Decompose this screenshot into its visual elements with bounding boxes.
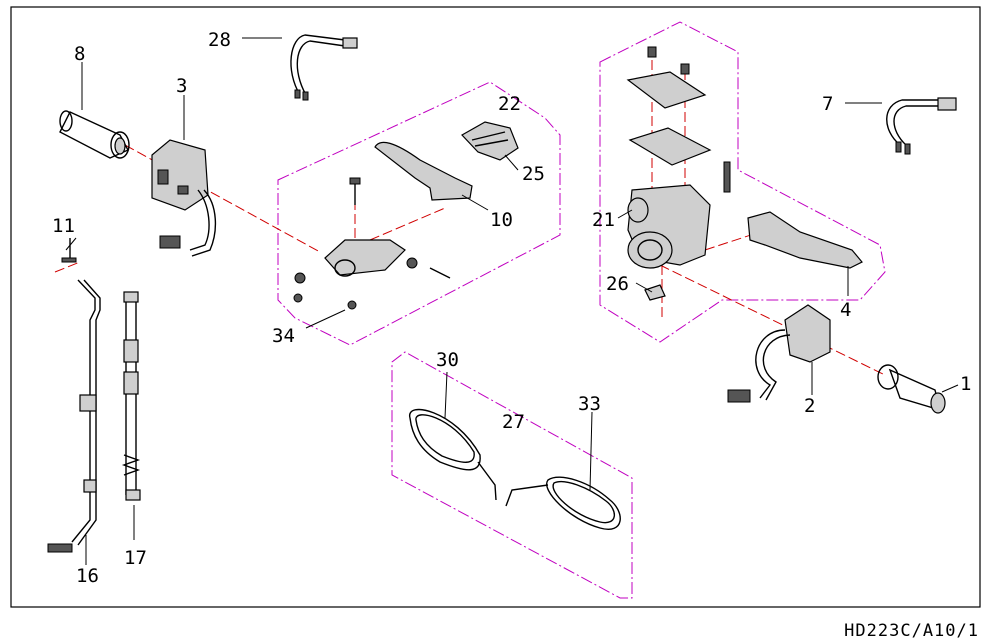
callout-1: 1 <box>960 373 971 395</box>
part-33-right-mirror <box>505 476 621 530</box>
part-2-right-switch-housing <box>727 304 831 403</box>
callout-21: 21 <box>592 209 615 231</box>
callout-34: 34 <box>272 325 295 347</box>
drawing-frame <box>10 6 981 608</box>
leader-30 <box>444 371 448 419</box>
axis-cable-left <box>54 261 81 273</box>
leader-21 <box>617 209 633 219</box>
callout-28: 28 <box>208 29 231 51</box>
leader-25 <box>504 154 519 171</box>
part-16-cable <box>47 279 101 553</box>
callout-4: 4 <box>840 299 851 321</box>
callout-11: 11 <box>52 215 75 237</box>
leader-1 <box>941 384 959 393</box>
callout-10: 10 <box>490 209 513 231</box>
callout-16: 16 <box>76 565 99 587</box>
group-outline-master-cylinder <box>599 21 886 343</box>
part-30-left-mirror <box>409 408 497 501</box>
part-22-bracket-assembly <box>293 177 451 310</box>
part-17-cable <box>121 291 141 501</box>
callout-30: 30 <box>436 349 459 371</box>
drawing-code: HD223C/A10/1 <box>844 621 979 641</box>
part-21-master-cylinder <box>626 46 731 301</box>
callout-3: 3 <box>176 75 187 97</box>
callout-7: 7 <box>822 93 833 115</box>
callout-25: 25 <box>522 163 545 185</box>
axis-bracket-lever <box>369 207 446 241</box>
callout-22: 22 <box>498 93 521 115</box>
callout-8: 8 <box>74 43 85 65</box>
part-28-wire-lead <box>290 34 358 101</box>
part-1-right-grip <box>877 364 946 414</box>
part-4-brake-lever <box>747 211 863 269</box>
group-outline-mirrors <box>391 351 633 599</box>
callout-2: 2 <box>804 395 815 417</box>
part-10-lever <box>374 141 473 201</box>
leader-33 <box>589 411 593 491</box>
part-25-cover <box>461 121 519 161</box>
callout-17: 17 <box>124 547 147 569</box>
callout-27: 27 <box>502 411 525 433</box>
group-outline-lever-bracket <box>277 81 561 346</box>
leader-11 <box>65 237 77 251</box>
callout-33: 33 <box>578 393 601 415</box>
part-8-left-grip <box>59 110 130 159</box>
part-3-left-switch-housing <box>151 139 217 257</box>
callout-26: 26 <box>606 273 629 295</box>
leader-34 <box>305 309 346 329</box>
part-7-wire-lead <box>886 97 957 155</box>
leader-26 <box>635 282 653 293</box>
part-11-screw <box>61 238 77 263</box>
leader-10 <box>461 194 489 211</box>
